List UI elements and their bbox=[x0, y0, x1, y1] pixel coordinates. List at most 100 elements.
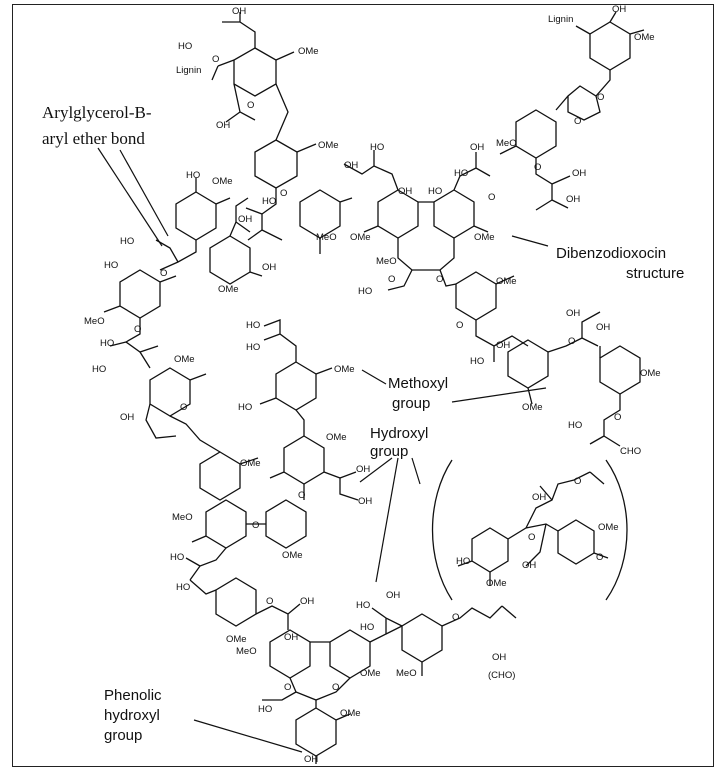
label-ome: OMe bbox=[240, 458, 261, 469]
ring-tr bbox=[589, 21, 631, 71]
label-meo: MeO bbox=[172, 512, 193, 523]
ring-rm bbox=[507, 339, 549, 389]
label-ho: HO bbox=[470, 356, 484, 367]
label-o: O bbox=[456, 320, 463, 331]
label-oh: OH bbox=[120, 412, 134, 423]
ring-left-top bbox=[175, 191, 217, 241]
label-meo: MeO bbox=[376, 256, 397, 267]
label-ome: OMe bbox=[226, 634, 247, 645]
label-o: O bbox=[212, 54, 219, 65]
leader-hydroxyl-left bbox=[359, 457, 393, 483]
label-oh: OH bbox=[300, 596, 314, 607]
ring-left-2 bbox=[119, 269, 161, 319]
label-ho: HO bbox=[120, 236, 134, 247]
label-ho: HO bbox=[356, 600, 370, 611]
label-ho: HO bbox=[456, 556, 470, 567]
label-oh: OH bbox=[532, 492, 546, 503]
label-meo: MeO bbox=[396, 668, 417, 679]
ring-mid-left bbox=[299, 189, 341, 239]
label-ome: OMe bbox=[522, 402, 543, 413]
label-ome: OMe bbox=[298, 46, 319, 57]
label-o: O bbox=[160, 268, 167, 279]
ring-center-top bbox=[275, 361, 317, 411]
label-o: O bbox=[574, 476, 581, 487]
label-meo: MeO bbox=[236, 646, 257, 657]
label-ho: HO bbox=[170, 552, 184, 563]
ring-tl bbox=[233, 47, 277, 97]
unit-dibenzodioxocin: HO OH HO OH HO HO OH O MeO OMe OMe MeO O… bbox=[262, 142, 529, 367]
label-oh: OH bbox=[572, 168, 586, 179]
label-o: O bbox=[388, 274, 395, 285]
annotation-phenolic-line3: group bbox=[104, 727, 142, 744]
annotation-methoxyl-line1: Methoxyl bbox=[388, 375, 448, 392]
ring-phenolic bbox=[295, 707, 337, 757]
label-cho: CHO bbox=[620, 446, 641, 457]
annotation-arylglycerol-line1: Arylglycerol-B- bbox=[42, 103, 152, 122]
label-ome: OMe bbox=[360, 668, 381, 679]
ring-lower-1 bbox=[205, 499, 247, 549]
label-lignin: Lignin bbox=[176, 65, 201, 76]
label-o: O bbox=[180, 402, 187, 413]
ring-lower-2 bbox=[265, 499, 307, 549]
unit-top-right: Lignin OH OMe O O MeO O OH OH bbox=[496, 4, 655, 211]
ring-tr-2 bbox=[515, 109, 557, 159]
label-oh: OH bbox=[356, 464, 370, 475]
label-meo: MeO bbox=[316, 232, 337, 243]
label-oh: OH bbox=[492, 652, 506, 663]
leader-arylglycerol bbox=[97, 147, 163, 247]
label-oh: OH bbox=[612, 4, 626, 15]
label-cho-paren: (CHO) bbox=[488, 670, 515, 681]
label-oh: OH bbox=[386, 590, 400, 601]
label-meo: MeO bbox=[496, 138, 517, 149]
label-o: O bbox=[528, 532, 535, 543]
label-oh: OH bbox=[470, 142, 484, 153]
label-oh: OH bbox=[216, 120, 230, 131]
label-o: O bbox=[574, 116, 581, 127]
annotation-hydroxyl-line1: Hydroxyl bbox=[370, 425, 428, 442]
label-ome: OMe bbox=[640, 368, 661, 379]
label-ome: OMe bbox=[340, 708, 361, 719]
unit-top-left: OH HO Lignin O OMe O OH OMe O bbox=[176, 6, 339, 241]
ring-bracket-left bbox=[471, 527, 509, 573]
label-o: O bbox=[252, 520, 259, 531]
label-o: O bbox=[568, 336, 575, 347]
bracket-left bbox=[431, 459, 453, 601]
unit-right-mid: O OH OH OMe OMe O HO CHO bbox=[507, 308, 661, 457]
unit-bracket: OH O O OMe O HO OMe OH bbox=[431, 459, 628, 601]
label-oh: OH bbox=[398, 186, 412, 197]
ring-center-2 bbox=[283, 435, 325, 485]
label-ho: HO bbox=[568, 420, 582, 431]
ring-tl-2 bbox=[254, 139, 298, 189]
label-ome: OMe bbox=[350, 232, 371, 243]
leader-methoxyl-left bbox=[361, 369, 387, 385]
label-o: O bbox=[436, 274, 443, 285]
label-oh: OH bbox=[566, 308, 580, 319]
ring-lower-3 bbox=[215, 577, 257, 627]
ring-lower-mid bbox=[455, 271, 497, 321]
label-ho: HO bbox=[176, 582, 190, 593]
label-o: O bbox=[280, 188, 287, 199]
label-ome: OMe bbox=[212, 176, 233, 187]
label-o: O bbox=[488, 192, 495, 203]
label-ome: OMe bbox=[282, 550, 303, 561]
label-o: O bbox=[452, 612, 459, 623]
label-o: O bbox=[298, 490, 305, 501]
label-ome: OMe bbox=[598, 522, 619, 533]
annotation-dibenzodioxocin-line1: Dibenzodioxocin bbox=[556, 245, 666, 262]
label-ho: HO bbox=[238, 402, 252, 413]
label-oh: OH bbox=[304, 754, 318, 765]
ring-bracket-right bbox=[557, 519, 595, 565]
label-oh: OH bbox=[358, 496, 372, 507]
leader-phenolic bbox=[193, 719, 303, 753]
label-ho: HO bbox=[370, 142, 384, 153]
label-o: O bbox=[614, 412, 621, 423]
label-ho: HO bbox=[178, 41, 192, 52]
annotation-arylglycerol-line2: aryl ether bond bbox=[42, 129, 145, 148]
leader-dibenzodioxocin bbox=[511, 235, 549, 247]
unit-lower-chain: HO HO MeO O OMe OMe O OH OH bbox=[170, 499, 314, 645]
label-ome: OMe bbox=[634, 32, 655, 43]
ring-rm-2 bbox=[599, 345, 641, 395]
label-ome: OMe bbox=[334, 364, 355, 375]
leader-hydroxyl-down bbox=[375, 457, 399, 583]
label-o: O bbox=[332, 682, 339, 693]
